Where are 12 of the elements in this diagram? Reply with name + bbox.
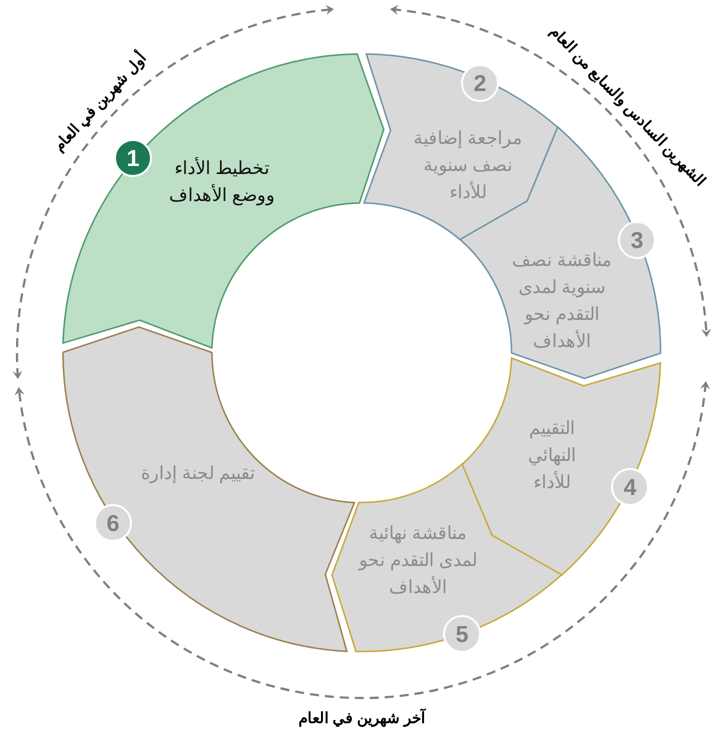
step-label: مراجعة إضافية نصف سنوية للأداء [412,126,524,204]
step-number: 2 [460,64,499,102]
step-label: مناقشة نهائية لمدى التقدم نحو الأهداف [357,522,478,599]
step-number: 6 [94,504,132,542]
curved-caption: الشهرين السادس والسابع من العام [546,22,710,190]
step-label: تخطيط الأداء ووضع الأهداف [168,156,276,208]
step-label: التقييم النهائي للأداء [526,416,577,494]
cycle-segment [363,53,560,241]
step-label: مناقشة نصف سنوية لمدى التقدم نحو الأهداف [510,248,613,353]
curved-caption: آخر شهرين في العام [298,709,426,727]
step-number: 1 [114,138,152,177]
step-label: تقييم لجنة إدارة [140,462,256,486]
